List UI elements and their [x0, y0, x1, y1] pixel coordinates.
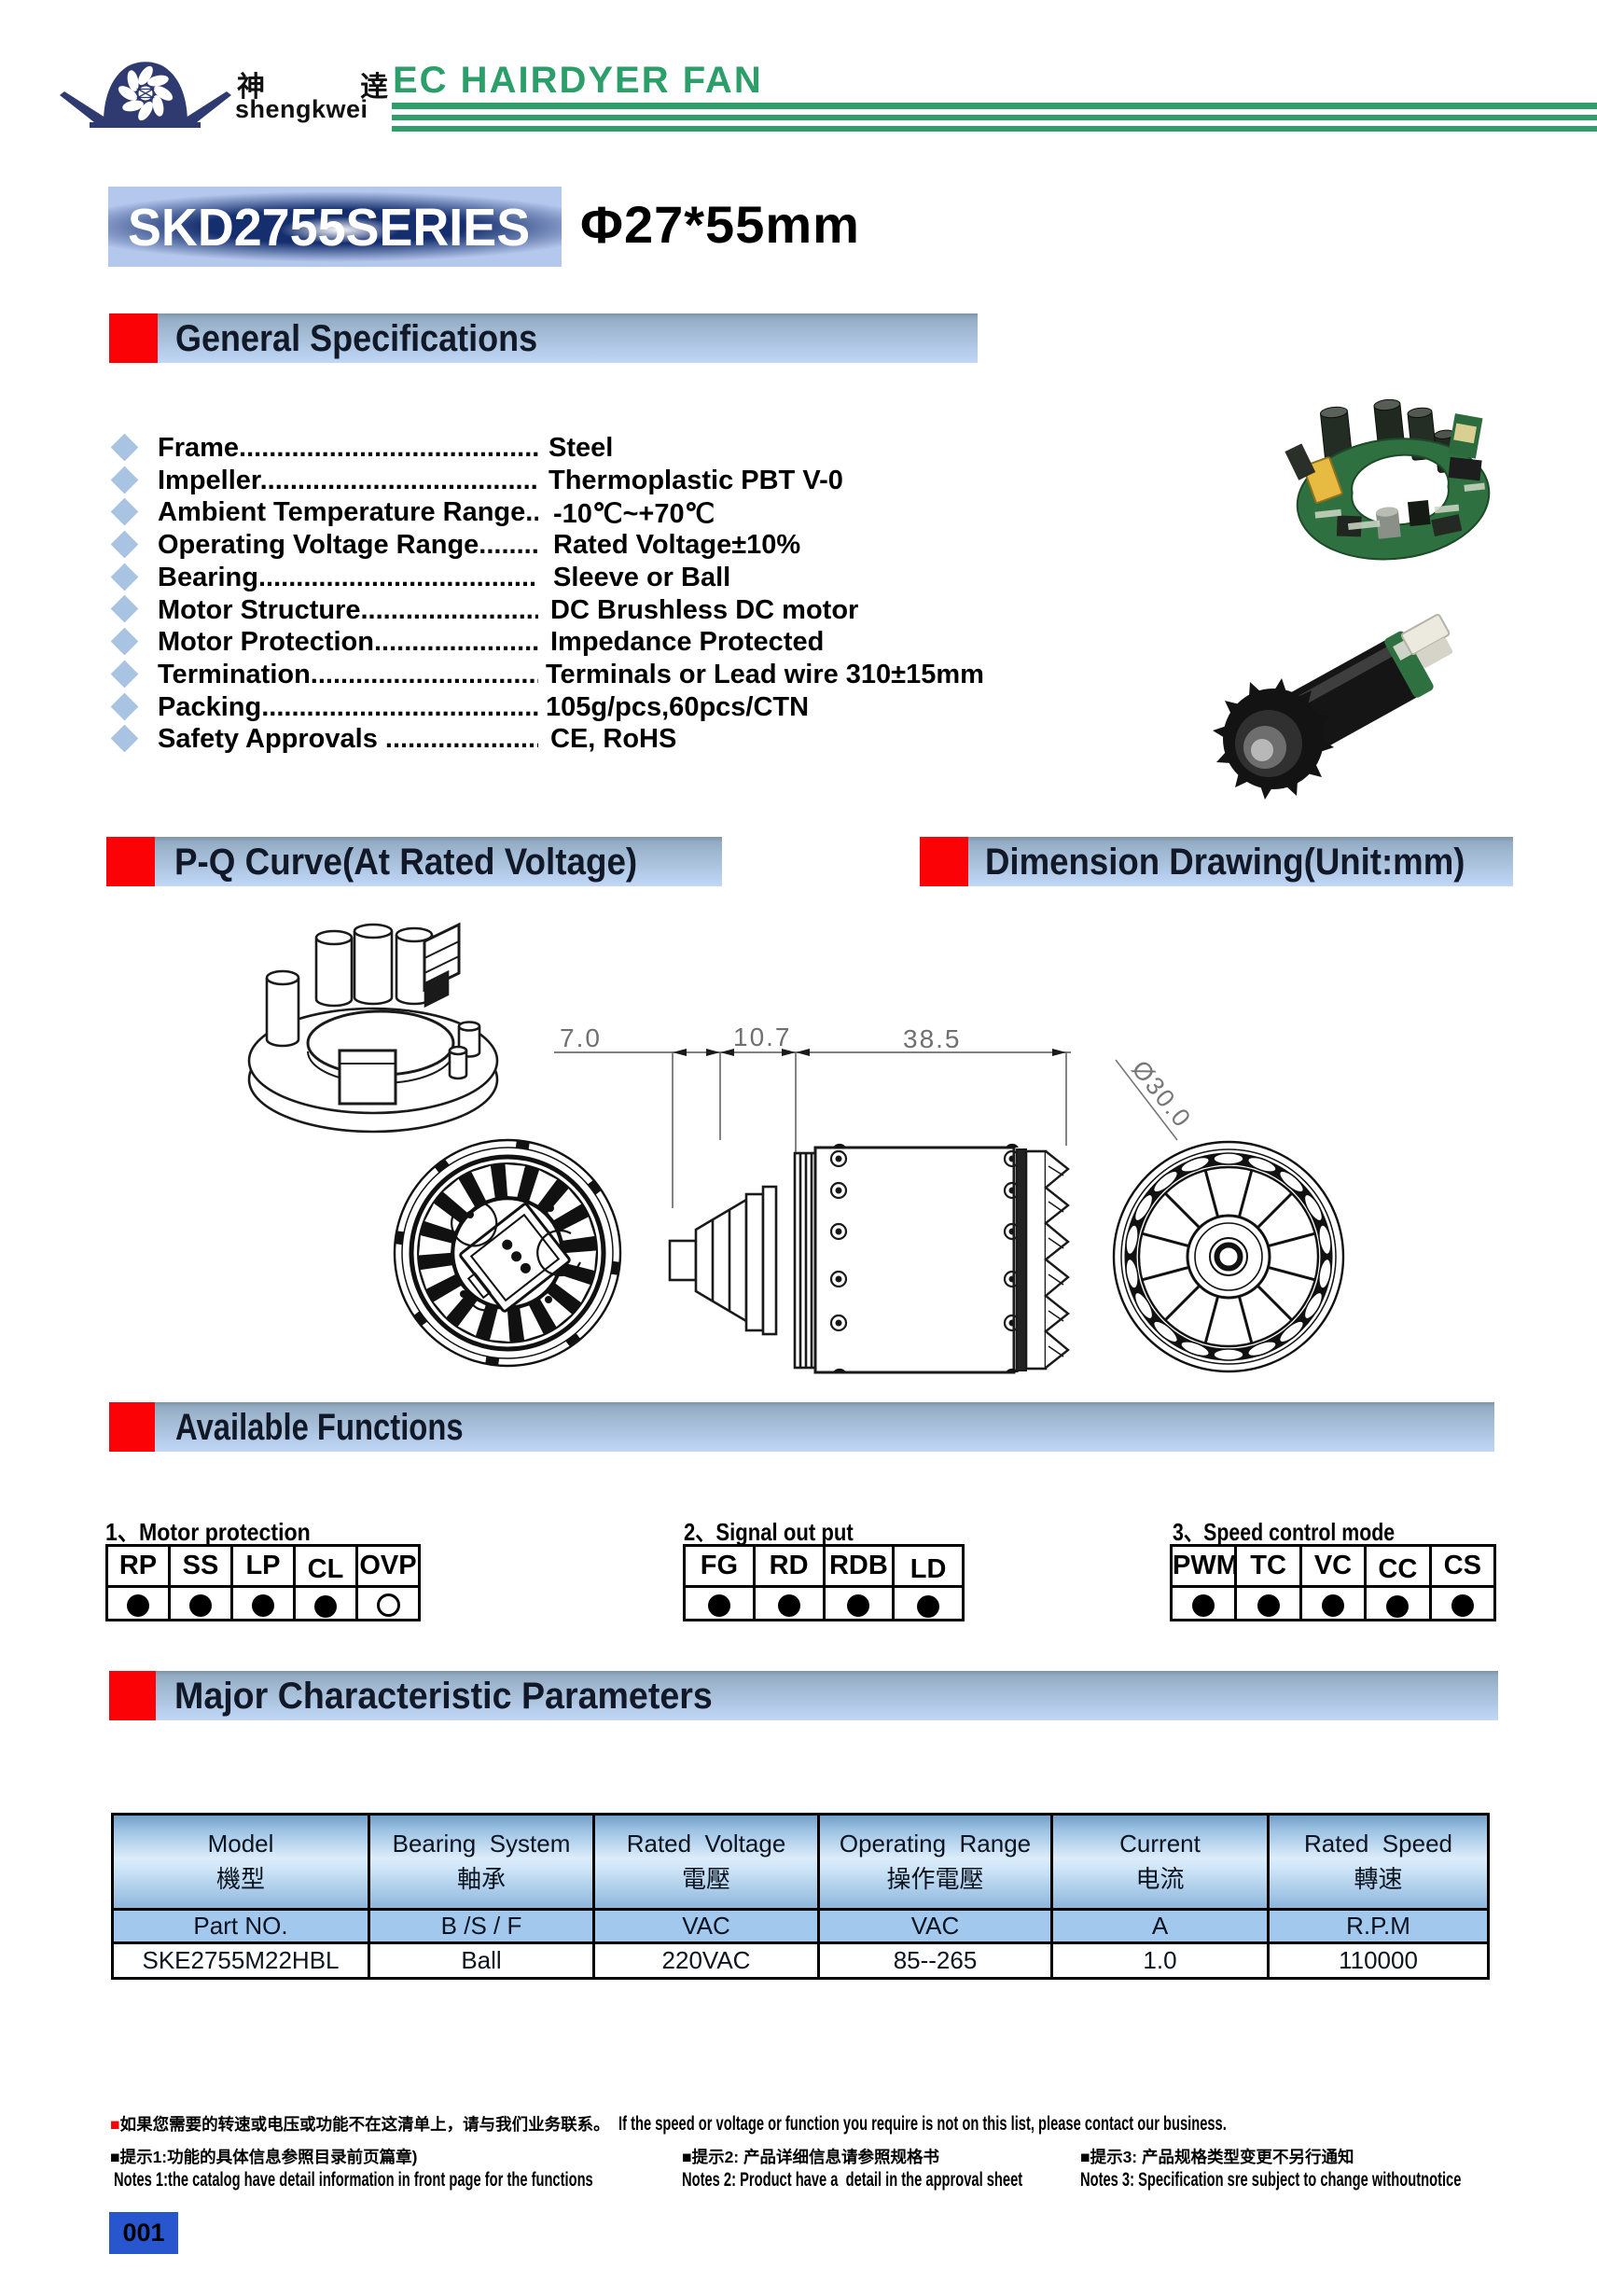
svg-text:38.5: 38.5 [903, 1024, 962, 1053]
svg-text:7.0: 7.0 [560, 1023, 602, 1052]
svg-text:10.7: 10.7 [733, 1023, 792, 1051]
svg-text:Ø30.0: Ø30.0 [1126, 1055, 1197, 1134]
